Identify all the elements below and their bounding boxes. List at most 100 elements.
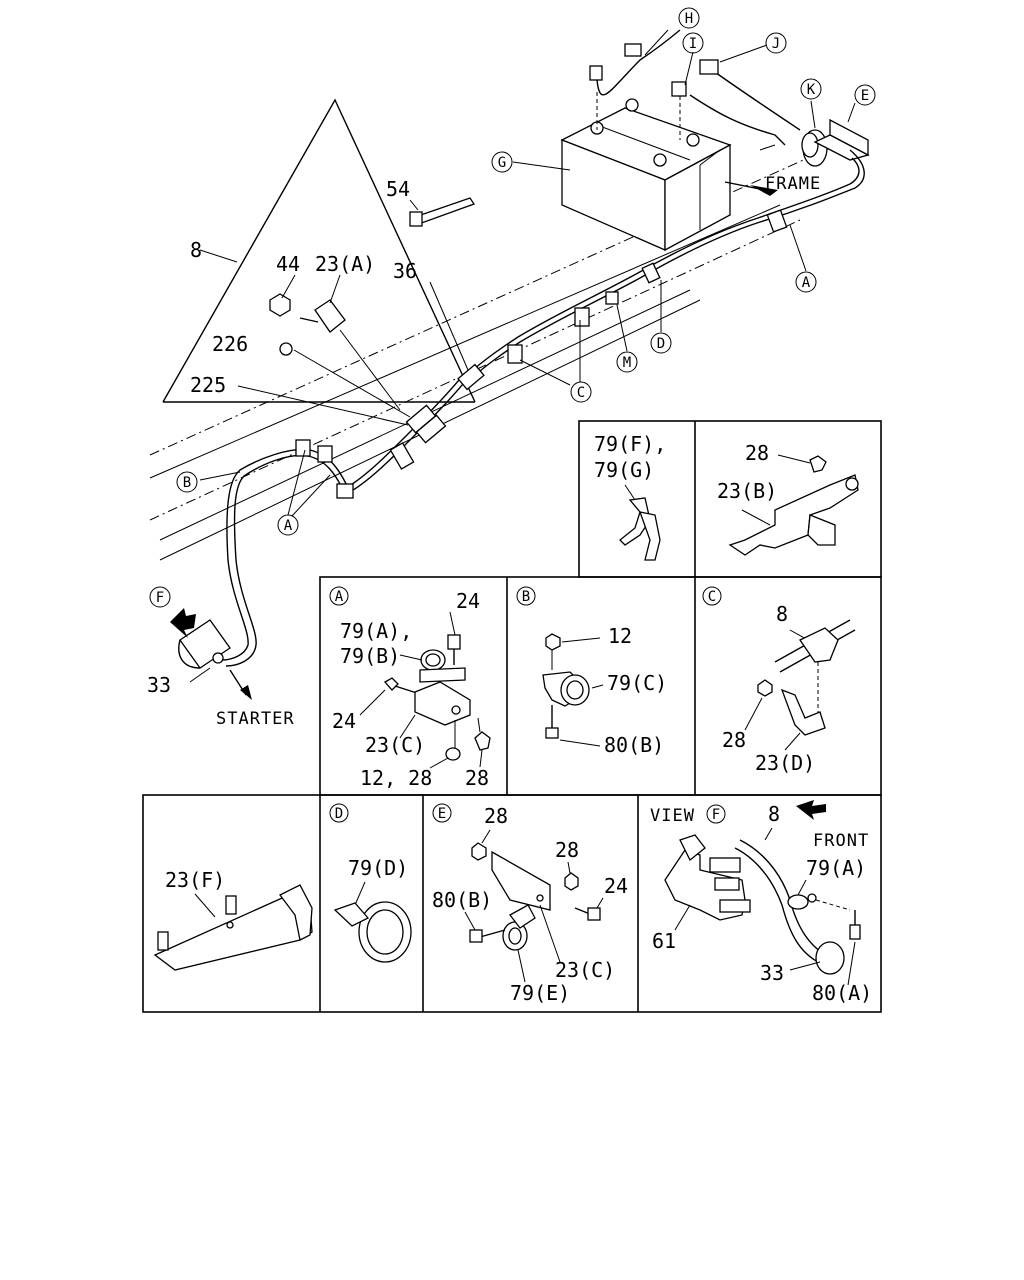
panel-b: B 12 79(C) 80(B) [516, 586, 667, 757]
label-28-a: 28 [484, 804, 508, 828]
front-arrow [796, 800, 826, 820]
callout-d: D [650, 332, 672, 354]
label-79e: 79(E) [510, 981, 570, 1005]
svg-text:E: E [861, 88, 869, 104]
callout-g: G [491, 151, 513, 173]
cable-terminal [671, 81, 687, 97]
svg-text:A: A [284, 518, 293, 534]
callout-f: F [149, 586, 171, 608]
panel-d-key: D [335, 806, 343, 822]
nut-226 [279, 342, 293, 356]
label-225: 225 [190, 373, 226, 397]
label-23c: 23(C) [555, 958, 615, 982]
label-24-left: 24 [332, 709, 356, 733]
panel-a: A 24 79(A), 79(B) 24 23(C) 12, 28 28 [329, 586, 491, 790]
callout-h: H [678, 7, 700, 29]
label-79g: 79(G) [594, 458, 654, 482]
bolt-24-left [383, 677, 399, 691]
cable-terminal [699, 59, 719, 75]
boot-33 [815, 941, 845, 975]
harness-cable [465, 157, 860, 377]
label-23d: 23(D) [755, 751, 815, 775]
label-12: 12 [608, 624, 632, 648]
bracket-23a [314, 299, 346, 333]
label-28: 28 [465, 766, 489, 790]
battery-cable-h [596, 29, 681, 96]
clip [605, 291, 619, 305]
frame-rail-line [149, 204, 781, 479]
callout-a: A [277, 514, 299, 536]
svg-text:F: F [156, 590, 164, 606]
label-226: 226 [212, 332, 248, 356]
panel-23b: 28 23(B) [717, 441, 859, 556]
label-79a: 79(A), [340, 619, 412, 643]
panel-view-key: F [712, 807, 720, 823]
bracket-23c [491, 850, 551, 911]
callout-m: M [616, 351, 638, 373]
svg-text:I: I [689, 36, 697, 52]
label-79f: 79(F), [594, 432, 666, 456]
label-23b: 23(B) [717, 479, 777, 503]
panel-23f: 23(F) [153, 868, 313, 971]
label-28: 28 [745, 441, 769, 465]
panel-b-key: B [522, 589, 530, 605]
svg-text:B: B [183, 475, 191, 491]
svg-text:K: K [807, 82, 816, 98]
bolt-24 [587, 907, 601, 921]
svg-text:A: A [802, 275, 811, 291]
battery-cable-i [689, 94, 786, 146]
panel-view-f: VIEW F 8 FRONT 79(A) 61 33 80(A) [650, 800, 872, 1005]
label-80a: 80(A) [812, 981, 872, 1005]
nut-28 [564, 872, 579, 891]
callout-a: A [795, 271, 817, 293]
label-24: 24 [604, 874, 628, 898]
nut-28 [474, 731, 491, 751]
label-23f: 23(F) [165, 868, 225, 892]
nut-28 [757, 679, 773, 697]
clip [336, 483, 354, 499]
panel-c: C 8 28 23(D) [702, 586, 856, 775]
label-28: 28 [722, 728, 746, 752]
callout-i: I [682, 32, 704, 54]
label-8: 8 [190, 238, 202, 262]
label-front: FRONT [813, 831, 869, 851]
connector [457, 363, 485, 391]
panel-79fg: 79(F), 79(G) [594, 432, 666, 561]
terminal-54 [409, 197, 476, 227]
bracket-23c [414, 681, 471, 726]
nut-12 [445, 747, 461, 761]
cable-terminal [624, 43, 642, 57]
panel-c-key: C [708, 589, 716, 605]
cable-terminal [589, 65, 603, 81]
label-79a: 79(A) [806, 856, 866, 880]
label-80b: 80(B) [604, 733, 664, 757]
label-44: 44 [276, 252, 300, 276]
svg-text:H: H [685, 11, 693, 27]
bolt-80b [469, 929, 483, 943]
label-8: 8 [768, 802, 780, 826]
label-28-b: 28 [555, 838, 579, 862]
nut-28 [471, 842, 487, 861]
label-61: 61 [652, 929, 676, 953]
label-79b: 79(B) [340, 644, 400, 668]
label-79c: 79(C) [607, 671, 667, 695]
nut-12 [545, 633, 561, 651]
harness-cable [345, 373, 465, 489]
clip [507, 344, 523, 364]
bolt-80b [545, 727, 559, 739]
panel-e-key: E [438, 806, 446, 822]
clip-8 [799, 627, 839, 663]
battery-cable-j [711, 69, 801, 131]
label-80b: 80(B) [432, 888, 492, 912]
panel-e: E 28 28 80(B) 24 23(C) 79(E) [432, 803, 628, 1005]
svg-text:M: M [623, 355, 631, 371]
label-33: 33 [147, 673, 171, 697]
label-12-28: 12, 28 [360, 766, 432, 790]
label-23a: 23(A) [315, 252, 375, 276]
main-illustration [149, 29, 870, 700]
detail-panel-grid [142, 420, 882, 1013]
label-24-top: 24 [456, 589, 480, 613]
label-frame: FRAME [765, 174, 821, 194]
view-f-arrow [170, 608, 196, 638]
